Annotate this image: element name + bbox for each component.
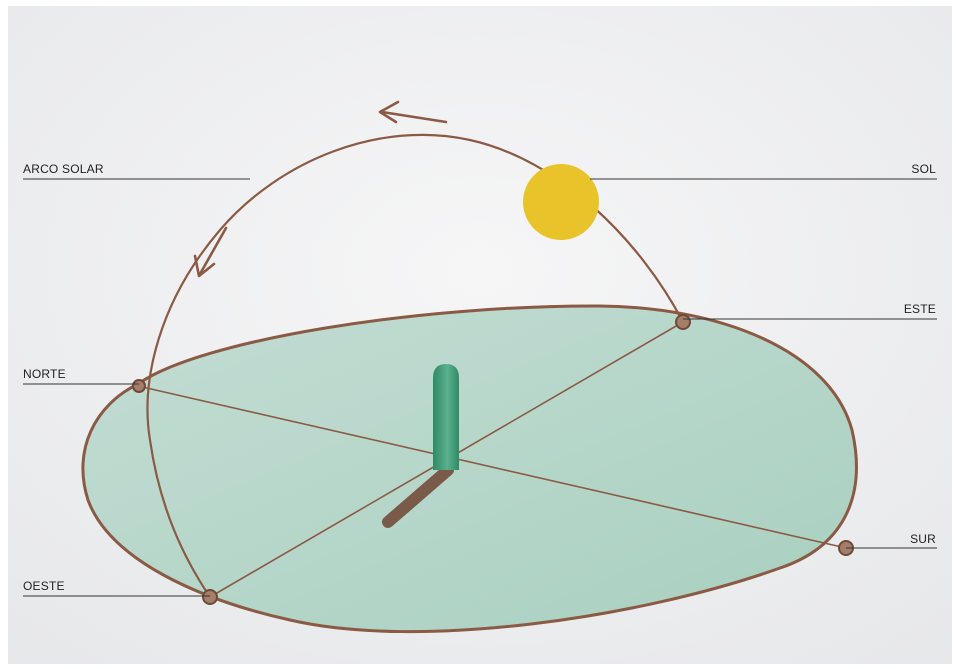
label-south: SUR	[910, 532, 936, 546]
label-east: ESTE	[904, 302, 936, 316]
marker-dot-icon	[676, 315, 690, 329]
label-west: OESTE	[23, 579, 65, 593]
label-solar-arc: ARCO SOLAR	[23, 162, 104, 176]
label-north: NORTE	[23, 367, 66, 381]
marker-dot-icon	[203, 590, 217, 604]
sun-disc	[523, 164, 599, 240]
label-sun: SOL	[911, 162, 936, 176]
gnomon-stick	[433, 364, 459, 470]
gnomon	[433, 364, 459, 470]
marker-dot-icon	[133, 380, 145, 392]
